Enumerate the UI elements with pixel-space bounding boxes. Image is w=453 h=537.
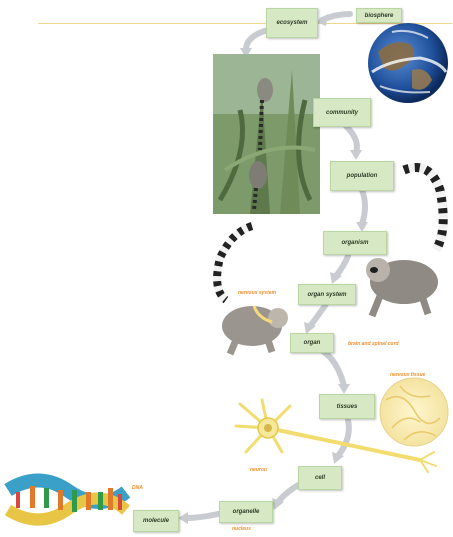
arrow-community-population [346, 126, 357, 152]
nervous-tissue-image [380, 378, 448, 446]
arrow-tissues-cell [338, 420, 349, 456]
level-organelle: organelle [219, 501, 273, 523]
label-nervous-tissue: nervous tissue [390, 372, 425, 378]
level-tissues: tissues [319, 394, 375, 419]
label-nucleus: nucleus [232, 526, 251, 532]
level-organ: organ [290, 333, 334, 353]
ecosystem-photo [213, 54, 320, 214]
level-biosphere: biosphere [356, 8, 402, 23]
level-organ-system: organ system [298, 284, 356, 305]
label-nervous-system: nervous system [238, 290, 276, 296]
arrow-organelle-molecule [186, 514, 218, 518]
arrow-population-organism [362, 190, 365, 224]
level-cell: cell [298, 466, 342, 490]
level-community: community [313, 98, 371, 127]
label-brain-spinal-cord: brain and spinal cord [348, 341, 399, 347]
dna-image [8, 480, 126, 519]
earth-image [368, 23, 448, 103]
arrow-organ-tissues [324, 352, 344, 386]
arrow-cell-organelle [278, 484, 300, 502]
level-molecule: molecule [133, 510, 179, 532]
level-population: population [330, 161, 394, 191]
arrow-ecosystem-image [246, 30, 268, 50]
level-ecosystem: ecosystem [266, 8, 318, 38]
arrow-organism-organsystem [336, 256, 348, 276]
label-neuron: neuron [250, 467, 267, 473]
level-organism: organism [323, 231, 387, 255]
arrow-organsystem-organ [310, 304, 326, 326]
label-dna: DNA [132, 485, 143, 491]
